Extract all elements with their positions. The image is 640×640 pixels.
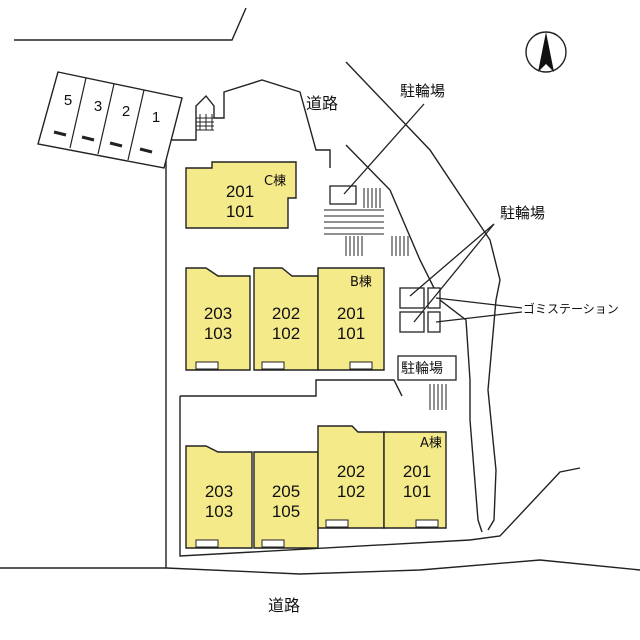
unit-number: 201 [225, 182, 255, 201]
unit-number: 203 [203, 304, 233, 323]
stairs-4 [391, 236, 409, 256]
unit-label: 201 101 [391, 462, 443, 502]
unit-label: 203 103 [193, 482, 245, 522]
bicycle-parking-box-1 [329, 185, 357, 205]
unit-number: 105 [271, 502, 301, 521]
unit-number: 101 [336, 324, 366, 343]
unit-number: 101 [402, 482, 432, 501]
unit-label: 203 103 [192, 304, 244, 344]
bicycle-parking-label-3: 駐輪場 [401, 361, 443, 377]
unit-label: 202 102 [260, 304, 312, 344]
entrance-marks [195, 361, 439, 548]
building-name-a: A棟 [420, 436, 442, 451]
building-b [185, 267, 385, 371]
building-name-c: C棟 [264, 174, 287, 189]
unit-label: 201 101 [214, 182, 266, 222]
parking-lot [37, 71, 183, 169]
unit-number: 202 [271, 304, 301, 323]
road-label-bottom: 道路 [268, 596, 301, 615]
unit-number: 103 [203, 324, 233, 343]
stairs [196, 114, 447, 410]
unit-number: 103 [204, 502, 234, 521]
unit-number: 202 [336, 462, 366, 481]
unit-number: 102 [271, 324, 301, 343]
parking-slot-number: 3 [93, 98, 103, 115]
unit-number: 201 [402, 462, 432, 481]
bicycle-parking-label-2: 駐輪場 [500, 204, 546, 222]
parking-slot-number: 2 [121, 103, 131, 120]
garbage-station-label: ゴミステーション [523, 302, 619, 316]
stairs-3 [345, 236, 363, 256]
building-name-b: B棟 [350, 275, 372, 290]
unit-number: 101 [225, 202, 255, 221]
parking-slot-number: 5 [63, 92, 73, 109]
unit-number: 102 [336, 482, 366, 501]
stairs-6 [429, 384, 447, 410]
unit-label: 201 101 [325, 304, 377, 344]
stairs-2 [324, 209, 384, 235]
boundary-lines [0, 7, 640, 575]
unit-number: 205 [271, 482, 301, 501]
unit-number: 203 [204, 482, 234, 501]
unit-label: 205 105 [260, 482, 312, 522]
leader-lines [343, 103, 523, 323]
facility-boxes [329, 185, 457, 381]
stairs-5 [363, 188, 381, 208]
bicycle-parking-label-1: 駐輪場 [400, 82, 446, 100]
parking-slot-number: 1 [151, 109, 161, 126]
stairs-1 [196, 114, 214, 131]
north-arrow-icon [525, 31, 567, 73]
bicycle-parking-box-3 [397, 355, 457, 381]
unit-number: 201 [336, 304, 366, 323]
building-a [185, 425, 447, 549]
road-label-top: 道路 [306, 94, 339, 113]
building-c [185, 161, 297, 229]
unit-label: 202 102 [325, 462, 377, 502]
